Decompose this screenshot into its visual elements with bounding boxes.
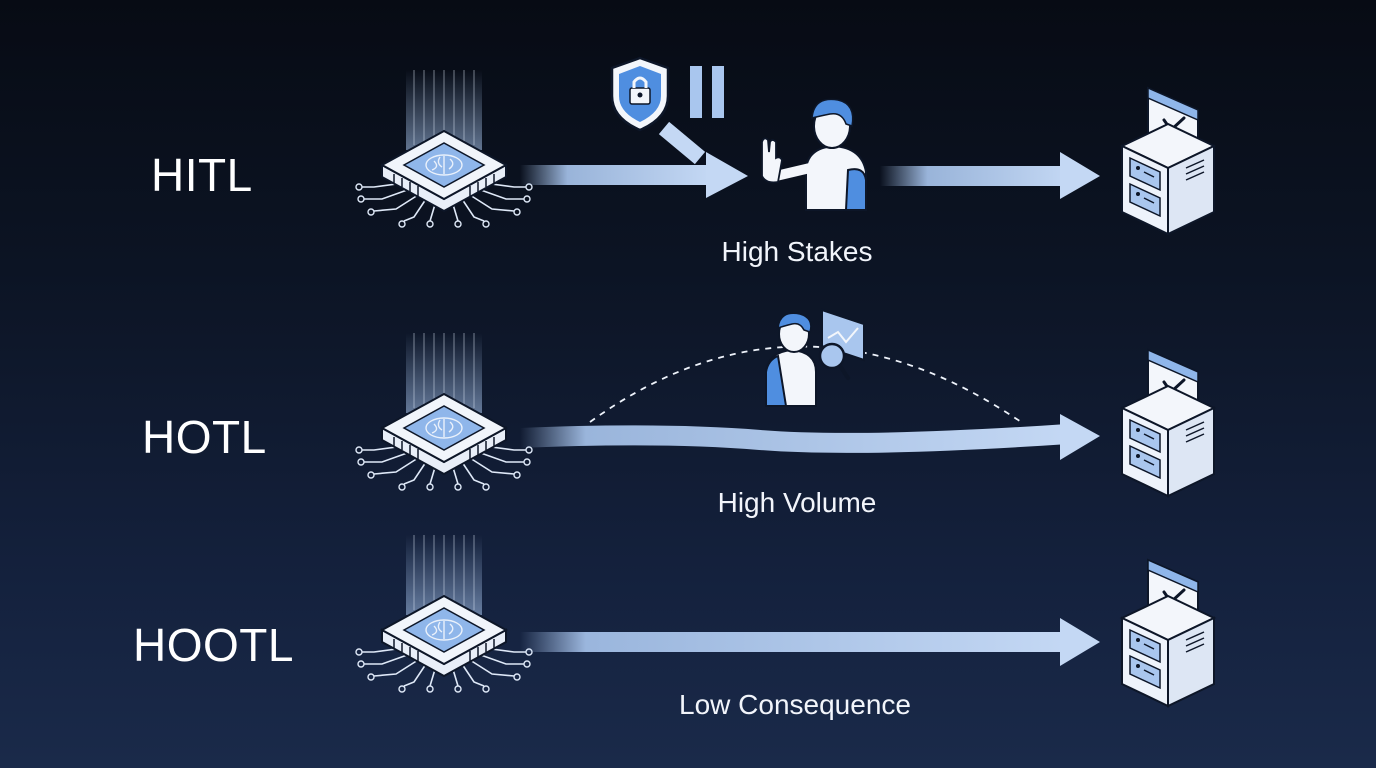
person-stop-hand-icon	[761, 98, 867, 211]
ai-chip-icon	[355, 534, 533, 693]
server-approved-icon	[1120, 86, 1216, 236]
flow-arrow-hitl-to-human	[520, 152, 748, 198]
row-label-hotl: HOTL	[142, 411, 267, 463]
server-approved-icon	[1120, 348, 1216, 498]
flow-arrow-hotl	[519, 414, 1100, 460]
caption-low-consequence: Low Consequence	[679, 689, 911, 720]
flow-arrow-hootl	[520, 618, 1100, 666]
server-approved-icon	[1120, 558, 1216, 708]
ai-chip-icon	[355, 332, 533, 491]
pause-icon	[690, 66, 724, 118]
magnifier-icon	[818, 342, 850, 380]
row-label-hitl: HITL	[151, 149, 253, 201]
ai-chip-icon	[355, 69, 533, 228]
row-label-hootl: HOOTL	[133, 619, 294, 671]
caption-high-volume: High Volume	[717, 487, 877, 518]
person-monitoring-icon	[765, 312, 817, 407]
checkpoint-connector	[658, 121, 706, 165]
flow-arrow-hitl-to-server	[880, 152, 1100, 199]
shield-lock-icon	[610, 56, 670, 132]
caption-high-stakes: High Stakes	[721, 236, 873, 267]
